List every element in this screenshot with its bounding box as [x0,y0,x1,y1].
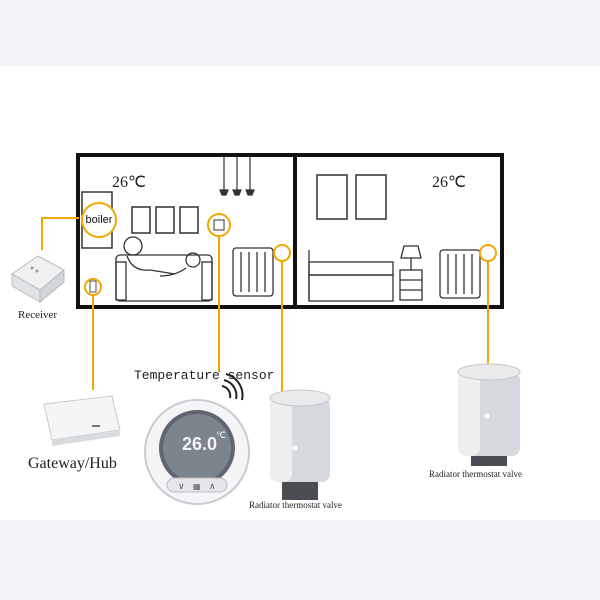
gateway-hub-device [43,395,121,446]
receiver-device [11,255,65,304]
ceiling-lamp [219,157,255,196]
svg-text:∨: ∨ [178,482,185,492]
sensor-mini-icon [213,219,225,231]
bed [308,250,394,302]
radiator-left [232,247,274,297]
thermostat-temperature: 26.0 [182,434,218,454]
right-room-temperature: 26℃ [432,174,466,191]
thermostat-unit: ℃ [216,430,227,440]
gateway-mini-icon [89,280,97,293]
gateway-label: Gateway/Hub [28,455,117,472]
left-room-temperature: 26℃ [112,174,146,191]
wifi-signal-icon [221,373,244,401]
radiator-valve-left-device [269,389,331,500]
connector-lines [41,217,489,392]
temperature-sensor-label: Temperature sensor [134,368,275,383]
valve-right-label: Radiator thermostat valve [429,469,522,479]
valve-left-label: Radiator thermostat valve [249,500,342,510]
radiator-valve-right-device [457,363,521,466]
radiator-right [439,249,481,299]
house-walls [76,153,504,309]
thermostat-device: ∨ ▦ ∧ [144,399,250,505]
sofa-with-people [115,236,213,302]
receiver-label: Receiver [18,309,58,321]
svg-text:▦: ▦ [193,482,201,491]
device-markers [84,213,497,296]
svg-text:∧: ∧ [209,482,216,492]
boiler-label: boiler [81,202,117,238]
wall-pictures-right [316,174,387,220]
nightstand-lamp [399,245,423,301]
